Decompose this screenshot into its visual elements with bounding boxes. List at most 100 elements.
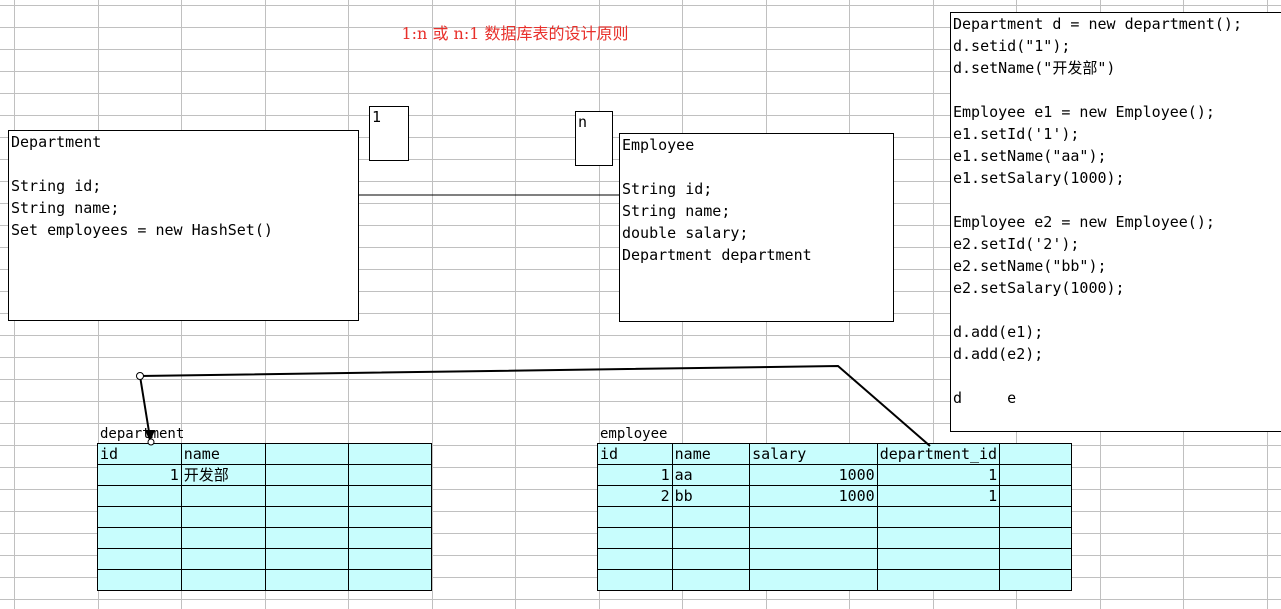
code-panel: Department d = new department(); d.setid(… <box>950 12 1281 432</box>
table-row <box>97 569 432 591</box>
code-box-line: Employee e2 = new Employee(); <box>953 213 1215 231</box>
column-header: name <box>671 443 751 465</box>
table-cell <box>999 485 1072 507</box>
table-cell <box>876 527 1001 549</box>
table-cell <box>180 506 266 528</box>
emp-class-line: String id; <box>622 180 713 198</box>
code-box-line <box>951 189 1281 211</box>
emp-class-line <box>620 156 893 178</box>
table-cell: 1 <box>876 485 1001 507</box>
dept-class-line: Set employees = new HashSet() <box>11 221 273 239</box>
column-header <box>264 443 350 465</box>
table-cell <box>348 464 432 486</box>
table-cell <box>97 506 182 528</box>
table-cell <box>999 527 1072 549</box>
table-cell <box>671 506 751 528</box>
column-header: name <box>180 443 266 465</box>
table-cell <box>97 485 182 507</box>
department-table-label: department <box>100 426 185 442</box>
code-box-line: e1.setId('1'); <box>953 125 1080 143</box>
table-cell: 2 <box>597 485 673 507</box>
table-cell <box>348 506 432 528</box>
emp-class-line: Department department <box>622 246 812 264</box>
dept-class-line: String id; <box>11 177 102 195</box>
table-cell <box>348 569 432 591</box>
table-cell <box>348 485 432 507</box>
table-row <box>97 548 432 570</box>
table-cell: aa <box>671 464 751 486</box>
table-cell <box>749 527 878 549</box>
table-cell <box>264 485 350 507</box>
table-cell <box>180 548 266 570</box>
table-cell <box>999 506 1072 528</box>
table-cell <box>348 548 432 570</box>
table-cell: 1000 <box>749 464 878 486</box>
table-cell <box>264 506 350 528</box>
table-row <box>97 527 432 549</box>
table-cell: 1000 <box>749 485 878 507</box>
table-row <box>597 569 1072 591</box>
table-cell <box>264 569 350 591</box>
employee-table-label: employee <box>600 426 668 442</box>
table-row <box>97 485 432 507</box>
table-cell <box>597 548 673 570</box>
table-cell <box>749 506 878 528</box>
table-cell: 1 <box>876 464 1001 486</box>
emp-class-line: double salary; <box>622 224 749 242</box>
column-header <box>348 443 432 465</box>
table-cell <box>999 464 1072 486</box>
table-cell <box>999 548 1072 570</box>
table-cell <box>180 527 266 549</box>
table-cell <box>180 569 266 591</box>
emp-class-line: Employee <box>622 136 695 154</box>
code-box-line: e2.setName("bb"); <box>953 257 1107 275</box>
emp-class-line: String name; <box>622 202 731 220</box>
code-box-line <box>951 79 1281 101</box>
code-box-line: d.setid("1"); <box>953 37 1071 55</box>
table-cell: 1 <box>97 464 182 486</box>
table-cell <box>749 569 878 591</box>
table-cell <box>749 548 878 570</box>
table-cell <box>876 548 1001 570</box>
code-box-line: Employee e1 = new Employee(); <box>953 103 1215 121</box>
table-cell <box>597 506 673 528</box>
column-header: salary <box>749 443 878 465</box>
multiplicity-many: n <box>575 111 613 166</box>
code-box-line: e1.setName("aa"); <box>953 147 1107 165</box>
code-box-line: d.setName("开发部") <box>953 59 1116 77</box>
table-cell <box>999 569 1072 591</box>
page-title: 1:n 或 n:1 数据库表的设计原则 <box>401 24 629 43</box>
code-box-line: e1.setSalary(1000); <box>953 169 1125 187</box>
dept-class-line <box>9 153 358 175</box>
table-cell <box>671 527 751 549</box>
column-header: id <box>597 443 673 465</box>
code-box-line <box>951 365 1281 387</box>
code-box-line: d.add(e2); <box>953 345 1044 363</box>
table-cell <box>180 485 266 507</box>
multiplicity-one: 1 <box>369 106 409 161</box>
column-header: department_id <box>876 443 1001 465</box>
table-cell <box>876 506 1001 528</box>
code-box-line: e2.setId('2'); <box>953 235 1080 253</box>
code-box-line: e2.setSalary(1000); <box>953 279 1125 297</box>
table-cell <box>264 527 350 549</box>
table-cell <box>876 569 1001 591</box>
table-cell: 1 <box>597 464 673 486</box>
column-header: id <box>97 443 182 465</box>
column-header <box>999 443 1072 465</box>
table-cell <box>671 548 751 570</box>
table-cell <box>97 527 182 549</box>
table-cell <box>97 548 182 570</box>
code-box-line: d.add(e1); <box>953 323 1044 341</box>
table-row <box>597 506 1072 528</box>
table-cell <box>597 569 673 591</box>
code-box-line: Department d = new department(); <box>953 15 1242 33</box>
